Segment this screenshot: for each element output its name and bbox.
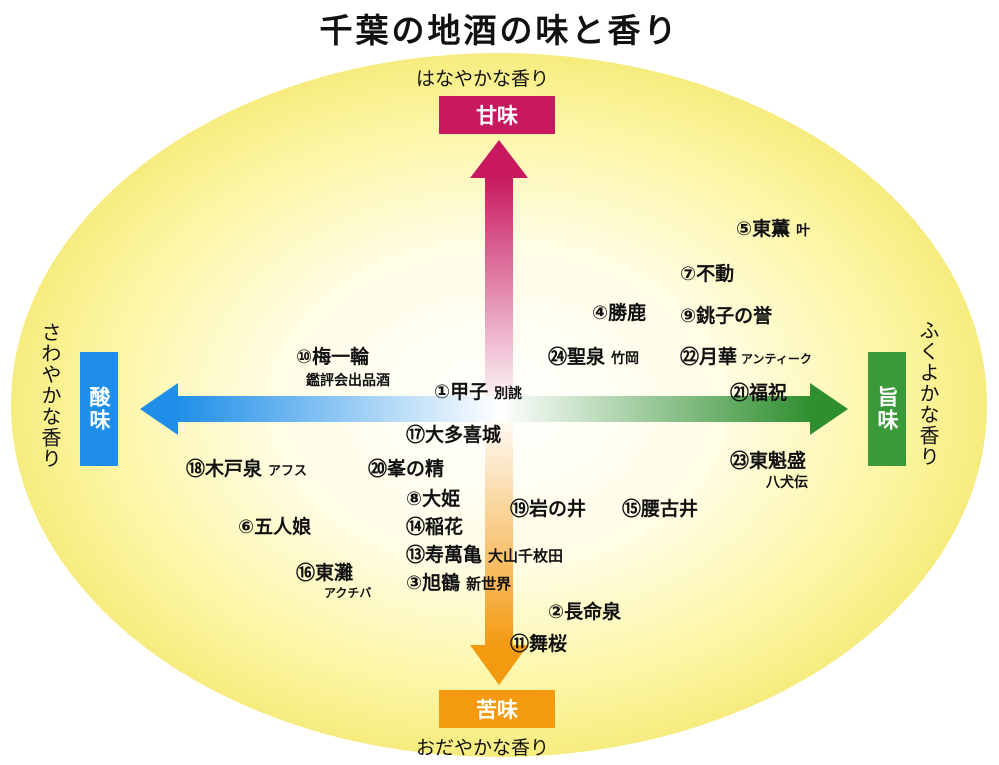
aroma-label-top: はなやかな香り <box>416 68 550 90</box>
sake-label-1: ①甲子別誂 <box>434 381 523 403</box>
arrow-up <box>470 140 528 410</box>
sake-label-9: ⑨銚子の誉 <box>680 305 773 327</box>
sake-label-3: ③旭鶴新世界 <box>406 572 512 594</box>
sake-label-4: ④勝鹿 <box>592 302 647 324</box>
aroma-label-bottom: おだやかな香り <box>416 737 550 759</box>
axis-label-bitter: 苦味 <box>439 690 555 728</box>
sake-label-10: ⑩梅一輪 <box>296 346 370 368</box>
sake-note-16: アクチバ <box>324 586 372 600</box>
sake-label-20: ⑳峯の精 <box>368 458 445 480</box>
arrow-down <box>470 410 528 685</box>
sake-label-18: ⑱木戸泉アフス <box>186 458 308 480</box>
sake-label-13: ⑬寿萬亀大山千枚田 <box>406 544 564 566</box>
aroma-label-left: さわやかな香り <box>38 322 62 469</box>
sake-label-7: ⑦不動 <box>680 263 735 285</box>
sake-label-5: ⑤東薫叶 <box>736 218 811 240</box>
sake-note-23: 八犬伝 <box>766 475 808 491</box>
sake-label-14: ⑭稲花 <box>406 516 464 538</box>
sake-label-24: ㉔聖泉竹岡 <box>548 346 640 368</box>
sake-label-22: ㉒月華アンティーク <box>680 346 812 368</box>
sake-label-16: ⑯東灘 <box>296 562 354 584</box>
sake-label-2: ②長命泉 <box>548 601 622 623</box>
sake-label-8: ⑧大姫 <box>406 488 461 510</box>
page-title: 千葉の地酒の味と香り <box>319 11 680 50</box>
sake-label-19: ⑲岩の井 <box>510 498 587 520</box>
sake-note-10: 鑑評会出品酒 <box>306 373 390 389</box>
axis-label-umami: 旨味 <box>868 352 906 466</box>
sake-label-6: ⑥五人娘 <box>238 516 312 538</box>
arrow-right <box>499 383 848 435</box>
sake-label-15: ⑮腰古井 <box>622 498 699 520</box>
arrow-left <box>140 383 499 435</box>
sake-label-23: ㉓東魁盛 <box>730 450 807 472</box>
sake-label-11: ⑪舞桜 <box>510 633 568 655</box>
axis-label-sour: 酸味 <box>80 352 118 466</box>
sake-label-21: ㉑福祝 <box>730 382 788 404</box>
sake-label-17: ⑰大多喜城 <box>406 424 502 446</box>
axis-label-sweet: 甘味 <box>439 96 555 134</box>
aroma-label-right: ふくよかな香り <box>916 320 940 467</box>
